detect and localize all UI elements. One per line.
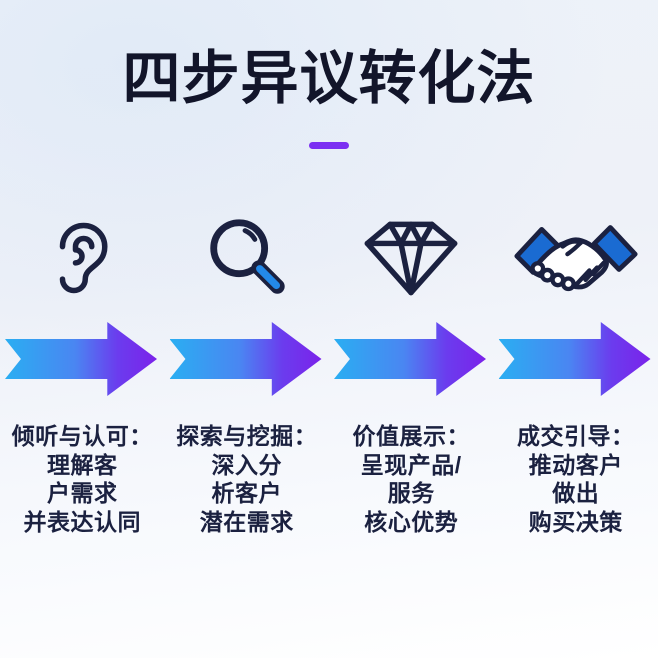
step-icon-cell (494, 202, 658, 314)
step-line: 呈现产品/ (360, 451, 462, 478)
step-line: 析客户 (211, 480, 282, 506)
step-heading: 探索与挖掘： (176, 423, 318, 449)
step-heading: 倾听与认可： (11, 423, 153, 449)
diamond-icon (364, 221, 458, 296)
step-line: 核心优势 (364, 508, 459, 535)
ear-icon (59, 222, 108, 294)
step-text: 成交引导： 推动客户 做出 购买决策 (494, 422, 658, 536)
step-line: 做出 (552, 480, 600, 506)
flow-arrow (169, 322, 322, 396)
handshake-icon (514, 225, 638, 292)
step-column-1: 倾听与认可： 理解客 户需求 并表达认同 (0, 202, 165, 536)
step-line: 潜在需求 (199, 508, 294, 535)
flow-arrow (334, 322, 486, 396)
step-line: 户需求 (47, 480, 118, 506)
steps-grid: 倾听与认可： 理解客 户需求 并表达认同 探索与挖掘： 深入分 析客户 (0, 202, 658, 536)
step-column-3: 价值展示： 呈现产品/ 服务 核心优势 (329, 202, 494, 536)
step-heading: 成交引导： (517, 423, 635, 449)
step-column-2: 探索与挖掘： 深入分 析客户 潜在需求 (165, 202, 330, 536)
flow-arrow (5, 322, 157, 396)
step-text: 倾听与认可： 理解客 户需求 并表达认同 (0, 422, 165, 536)
step-line: 服务 (387, 480, 435, 506)
step-icon-cell (165, 202, 330, 314)
step-text: 价值展示： 呈现产品/ 服务 核心优势 (329, 422, 494, 536)
step-line: 深入分 (211, 451, 282, 478)
step-line: 并表达认同 (23, 508, 141, 535)
step-icon-cell (329, 202, 494, 314)
step-line: 购买决策 (528, 508, 623, 535)
page-title: 四步异议转化法 (122, 46, 536, 111)
step-text: 探索与挖掘： 深入分 析客户 潜在需求 (165, 422, 330, 536)
step-heading: 价值展示： (352, 423, 470, 449)
step-icon-cell (0, 202, 165, 314)
flow-arrow (498, 322, 651, 396)
step-column-4: 成交引导： 推动客户 做出 购买决策 (494, 202, 658, 536)
title-accent-dash (309, 142, 349, 149)
magnifier-icon (210, 219, 285, 294)
step-line: 推动客户 (528, 451, 623, 478)
step-line: 理解客 (47, 451, 118, 478)
